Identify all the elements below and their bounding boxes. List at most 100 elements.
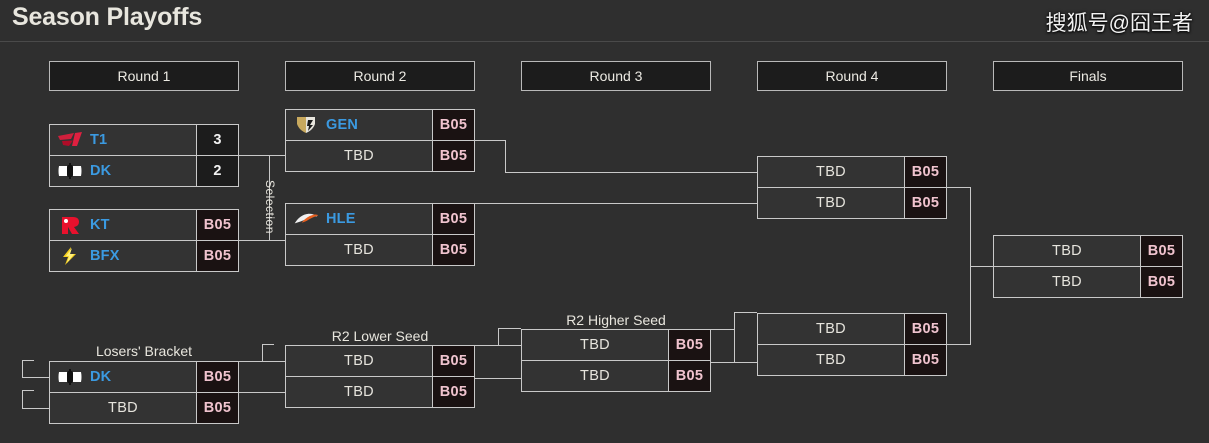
match-finals[interactable]: TBD B05 TBD B05 — [993, 235, 1183, 298]
team-name: TBD — [1052, 243, 1082, 259]
match-row[interactable]: DK 2 — [50, 155, 238, 186]
team-cell: TBD — [758, 345, 904, 375]
connector — [970, 187, 971, 266]
score-cell: B05 — [1140, 236, 1182, 266]
match-row[interactable]: TBD B05 — [286, 376, 474, 407]
score-cell: 3 — [196, 125, 238, 155]
round-header-round-1[interactable]: Round 1 — [49, 61, 239, 91]
round-header-round-2[interactable]: Round 2 — [285, 61, 475, 91]
team-cell: TBD — [522, 361, 668, 391]
team-cell: GEN — [286, 110, 432, 140]
team-name: TBD — [344, 353, 374, 369]
hle-logo — [293, 209, 319, 229]
match-r2-higher-seed[interactable]: TBD B05 TBD B05 — [521, 329, 711, 392]
team-cell: TBD — [286, 346, 432, 376]
match-r4-lower[interactable]: TBD B05 TBD B05 — [757, 313, 947, 376]
match-row[interactable]: TBD B05 — [758, 344, 946, 375]
team-cell: BFX — [50, 241, 196, 271]
score-cell: B05 — [432, 235, 474, 265]
connector — [22, 390, 23, 409]
round-header-round-4[interactable]: Round 4 — [757, 61, 947, 91]
connector — [734, 312, 735, 363]
connector — [262, 344, 274, 345]
match-r1-m1[interactable]: T1 3 DK 2 — [49, 124, 239, 187]
match-r2-lower-seed[interactable]: TBD B05 TBD B05 — [285, 345, 475, 408]
team-cell: TBD — [994, 236, 1140, 266]
connector — [475, 140, 505, 141]
team-name: TBD — [816, 164, 846, 180]
round-header-finals[interactable]: Finals — [993, 61, 1183, 91]
team-name: TBD — [580, 368, 610, 384]
team-name: DK — [90, 163, 112, 179]
match-row[interactable]: TBD B05 — [758, 187, 946, 218]
match-row[interactable]: TBD B05 — [50, 392, 238, 423]
dk-logo — [57, 161, 83, 181]
match-row[interactable]: GEN B05 — [286, 110, 474, 140]
score-cell: B05 — [432, 346, 474, 376]
match-row[interactable]: TBD B05 — [994, 266, 1182, 297]
team-name: TBD — [344, 148, 374, 164]
match-row[interactable]: TBD B05 — [758, 314, 946, 344]
team-name: T1 — [90, 132, 108, 148]
match-row[interactable]: TBD B05 — [286, 346, 474, 376]
team-cell: TBD — [50, 393, 196, 423]
connector — [262, 344, 263, 362]
team-name: TBD — [108, 400, 138, 416]
connector — [239, 155, 270, 156]
score-cell: B05 — [432, 377, 474, 407]
team-cell: TBD — [522, 330, 668, 360]
connector — [269, 155, 285, 156]
page-header: Season Playoffs 搜狐号@囧王者 — [0, 0, 1209, 42]
match-row[interactable]: TBD B05 — [286, 140, 474, 171]
match-row[interactable]: T1 3 — [50, 125, 238, 155]
r2-lower-seed-label: R2 Lower Seed — [331, 328, 429, 344]
score-cell: B05 — [904, 188, 946, 218]
match-losers-m1[interactable]: DK B05 TBD B05 — [49, 361, 239, 424]
match-row[interactable]: KT B05 — [50, 210, 238, 240]
score-cell: B05 — [668, 361, 710, 391]
match-row[interactable]: TBD B05 — [994, 236, 1182, 266]
match-r4-upper[interactable]: TBD B05 TBD B05 — [757, 156, 947, 219]
team-name: TBD — [344, 384, 374, 400]
connector — [475, 203, 507, 204]
score-cell: B05 — [196, 210, 238, 240]
connector — [507, 203, 757, 204]
connector — [22, 360, 23, 378]
match-r1-m2[interactable]: KT B05 BFX B05 — [49, 209, 239, 272]
match-row[interactable]: TBD B05 — [522, 330, 710, 360]
connector — [22, 390, 34, 391]
connector — [505, 172, 757, 173]
score-cell: B05 — [196, 362, 238, 392]
round-header-label: Round 4 — [825, 68, 879, 84]
team-cell: TBD — [286, 235, 432, 265]
round-header-label: Round 2 — [353, 68, 407, 84]
team-cell: TBD — [758, 157, 904, 187]
connector — [505, 140, 506, 172]
team-name: GEN — [326, 117, 359, 133]
match-row[interactable]: TBD B05 — [758, 157, 946, 187]
match-r2-m1[interactable]: GEN B05 TBD B05 — [285, 109, 475, 172]
match-r2-m2[interactable]: HLE B05 TBD B05 — [285, 203, 475, 266]
match-row[interactable]: TBD B05 — [522, 360, 710, 391]
match-row[interactable]: TBD B05 — [286, 234, 474, 265]
team-name: HLE — [326, 211, 356, 227]
score-cell: B05 — [432, 141, 474, 171]
round-header-label: Round 1 — [117, 68, 171, 84]
connector — [711, 329, 734, 330]
team-name: TBD — [344, 242, 374, 258]
team-name: TBD — [816, 195, 846, 211]
team-name: TBD — [580, 337, 610, 353]
team-name: TBD — [1052, 274, 1082, 290]
dk-logo — [57, 367, 83, 387]
team-name: TBD — [816, 352, 846, 368]
match-row[interactable]: HLE B05 — [286, 204, 474, 234]
team-name: TBD — [816, 321, 846, 337]
round-header-round-3[interactable]: Round 3 — [521, 61, 711, 91]
match-row[interactable]: BFX B05 — [50, 240, 238, 271]
match-row[interactable]: DK B05 — [50, 362, 238, 392]
connector — [498, 328, 521, 329]
score-cell: B05 — [904, 345, 946, 375]
team-cell: TBD — [286, 377, 432, 407]
connector — [22, 360, 34, 361]
